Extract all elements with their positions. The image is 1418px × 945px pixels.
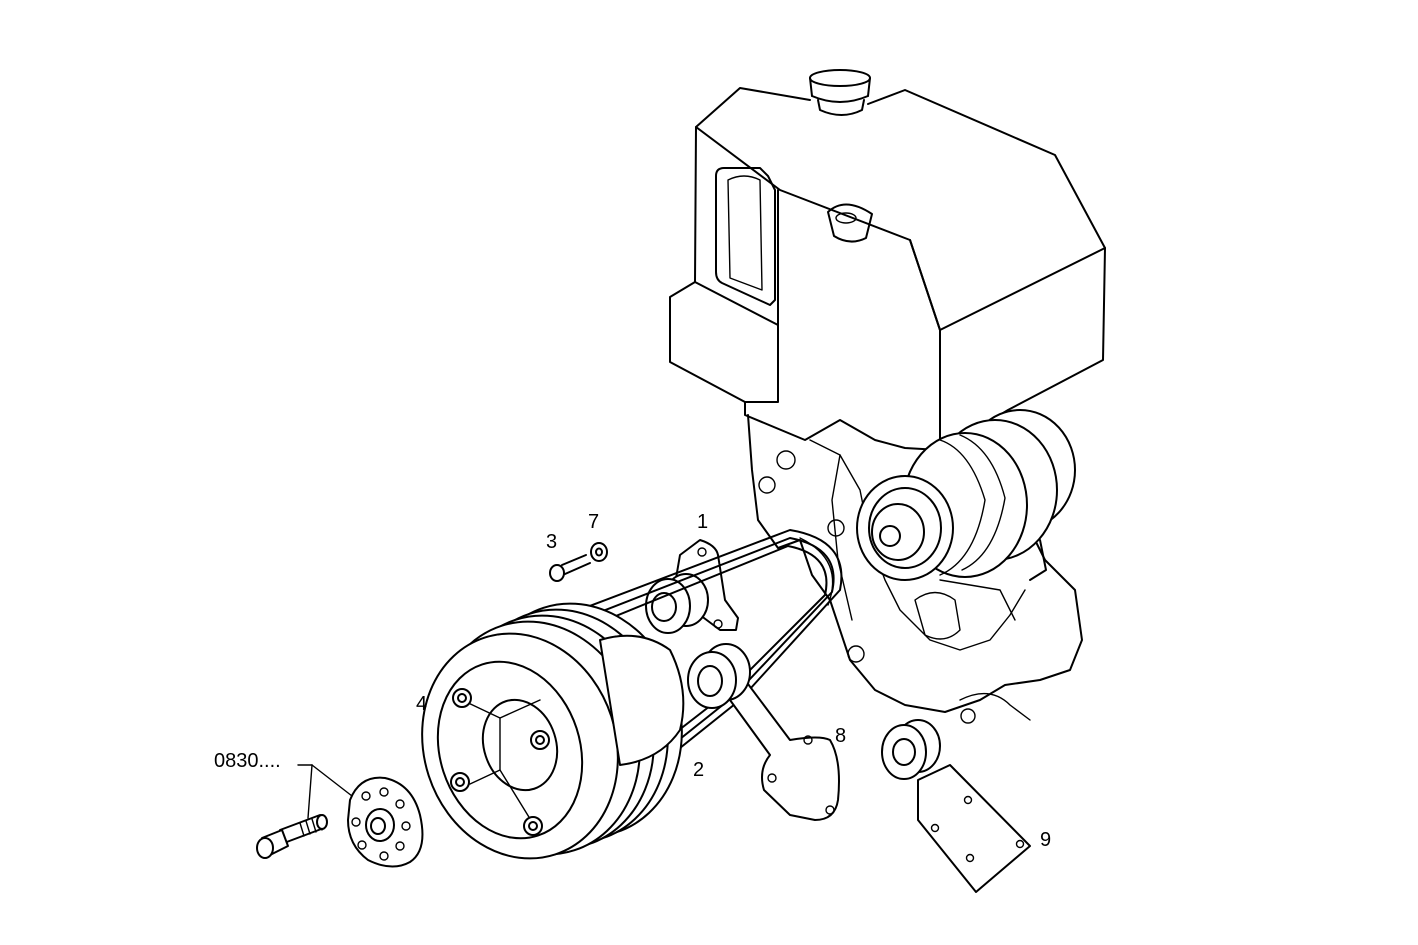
v-belt xyxy=(499,529,843,791)
drive-pulley xyxy=(421,602,685,860)
callout-1: 1 xyxy=(697,511,708,533)
idler-pulley-8 xyxy=(687,643,840,821)
leader-lines xyxy=(297,764,353,819)
flange-bolt xyxy=(256,814,328,859)
washer-part-7 xyxy=(590,542,608,562)
crankshaft-pulley xyxy=(856,409,1076,581)
callout-3: 3 xyxy=(546,531,557,553)
engine-housing xyxy=(747,414,1083,724)
callout-8: 8 xyxy=(835,725,846,747)
fuel-tank xyxy=(669,69,1106,451)
callout-9: 9 xyxy=(1040,829,1051,851)
idler-pulley-1 xyxy=(645,539,739,634)
callout-7: 7 xyxy=(588,511,599,533)
callout-0830: 0830.... xyxy=(214,750,281,772)
bolt-part-3 xyxy=(549,554,591,582)
callout-4: 4 xyxy=(416,693,427,715)
flange-plate xyxy=(347,776,424,868)
callout-2: 2 xyxy=(693,759,704,781)
idler-pulley-9 xyxy=(881,719,1031,893)
